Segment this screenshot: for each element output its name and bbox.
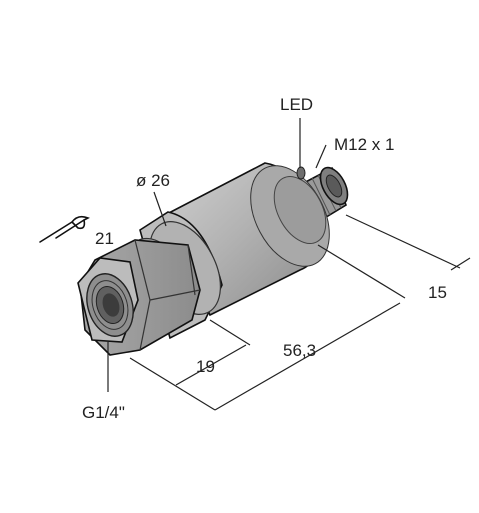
- led-label: LED: [280, 95, 313, 114]
- thread-label: G1/4": [82, 403, 125, 422]
- leader-lines: [107, 118, 327, 392]
- dim-19-label: 19: [196, 357, 215, 376]
- dim-56-3-label: 56,3: [283, 341, 316, 360]
- diameter-label: ø 26: [136, 171, 170, 190]
- connector-label: M12 x 1: [334, 135, 394, 154]
- wrench-icon: [39, 215, 90, 243]
- threaded-port: [86, 273, 134, 337]
- dimension-lines: [129, 214, 471, 411]
- wrench-size-label: 21: [95, 229, 114, 248]
- dim-15-label: 15: [428, 283, 447, 302]
- led-indicator: [296, 166, 306, 180]
